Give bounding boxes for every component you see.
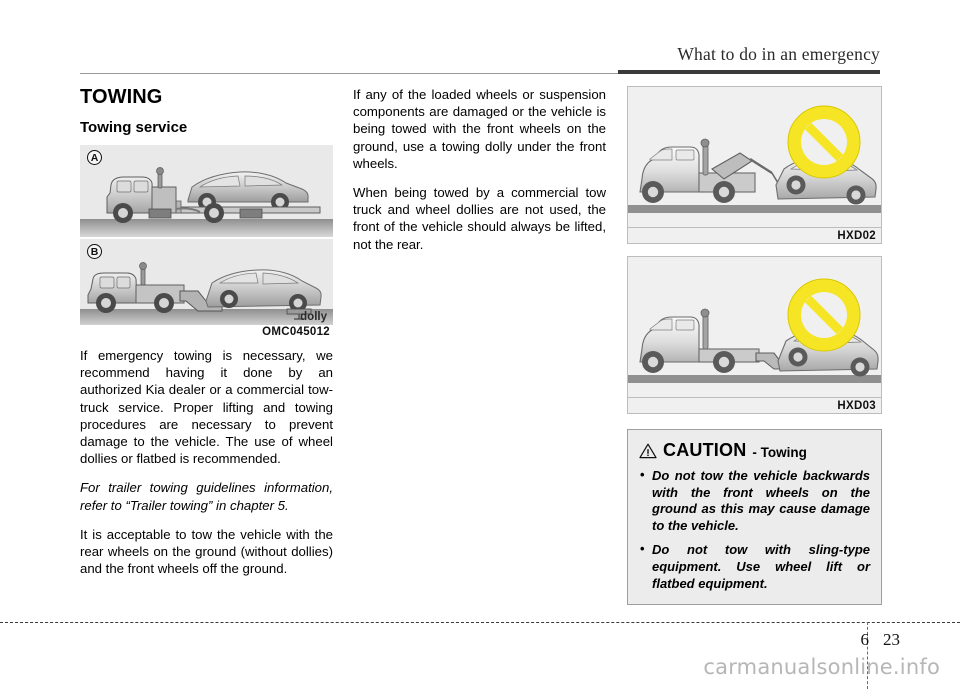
column-right: HXD02 [627, 86, 882, 606]
page-title: TOWING [80, 86, 163, 108]
column-left: TOWING Towing service [80, 86, 333, 577]
figure-hxd02-caption-bar: HXD02 [628, 227, 881, 243]
watermark: carmanualsonline.info [703, 655, 940, 679]
paragraph-trailer-reference: For trailer towing guidelines informatio… [80, 480, 333, 513]
page-header: What to do in an emergency [80, 44, 880, 74]
prohibition-icon [787, 278, 861, 352]
figure-hxd02: HXD02 [627, 86, 882, 244]
page-number: 23 [883, 630, 900, 649]
chapter-number: 6 [860, 630, 870, 649]
figure-code-hxd02: HXD02 [837, 230, 876, 242]
figure-hxd02-illustration [628, 87, 881, 227]
warning-triangle-icon [639, 443, 657, 458]
header-title: What to do in an emergency [677, 44, 880, 64]
figure-hxd03-illustration [628, 257, 881, 397]
paragraph-rear-wheels-ground: It is acceptable to tow the vehicle with… [80, 526, 333, 577]
figure-hxd03: HXD03 [627, 256, 882, 414]
prohibition-icon [787, 105, 861, 179]
footer-divider-rule [0, 622, 960, 623]
sling-tow-prohibited-svg [628, 87, 881, 227]
column-middle: If any of the loaded wheels or suspensio… [353, 86, 606, 253]
figure-label-b: B [87, 244, 102, 259]
caution-box: CAUTION - Towing Do not tow the vehicle … [627, 429, 882, 606]
paragraph-towing-intro: If emergency towing is necessary, we rec… [80, 348, 333, 467]
caution-label: CAUTION [663, 440, 747, 460]
figure-code-omc045012: OMC045012 [262, 326, 330, 338]
header-rule-thick [618, 70, 880, 74]
paragraph-commercial-tow: When being towed by a commercial tow tru… [353, 185, 606, 252]
figure-left-caption-bar: OMC045012 [80, 325, 333, 340]
flatbed-tow-truck-svg [80, 145, 333, 237]
footer-vertical-divider [867, 622, 868, 689]
caution-items: Do not tow the vehicle backwards with th… [639, 467, 870, 592]
backwards-tow-prohibited-svg [628, 257, 881, 397]
header-rule-thin [80, 73, 880, 74]
figure-code-hxd03: HXD03 [837, 400, 876, 412]
figure-gap [627, 244, 882, 256]
page-number-group: 6 23 [861, 630, 901, 650]
paragraph-damaged-wheels: If any of the loaded wheels or suspensio… [353, 87, 606, 171]
caution-header: CAUTION - Towing [639, 440, 870, 461]
figure-note-dolly: dolly [300, 311, 327, 323]
figure-label-a: A [87, 150, 102, 165]
figure-hxd03-caption-bar: HXD03 [628, 397, 881, 413]
caution-item: Do not tow with sling-type equipment. Us… [639, 541, 870, 592]
figure-b-dolly-illustration: B dolly [80, 237, 333, 325]
caution-subject: - Towing [752, 444, 807, 460]
wheel-dolly-tow-svg [80, 239, 333, 325]
subsection-title: Towing service [80, 119, 188, 136]
figure-towing-methods: A [80, 145, 333, 340]
caution-item: Do not tow the vehicle backwards with th… [639, 467, 870, 534]
figure-a-flatbed-illustration: A [80, 145, 333, 237]
